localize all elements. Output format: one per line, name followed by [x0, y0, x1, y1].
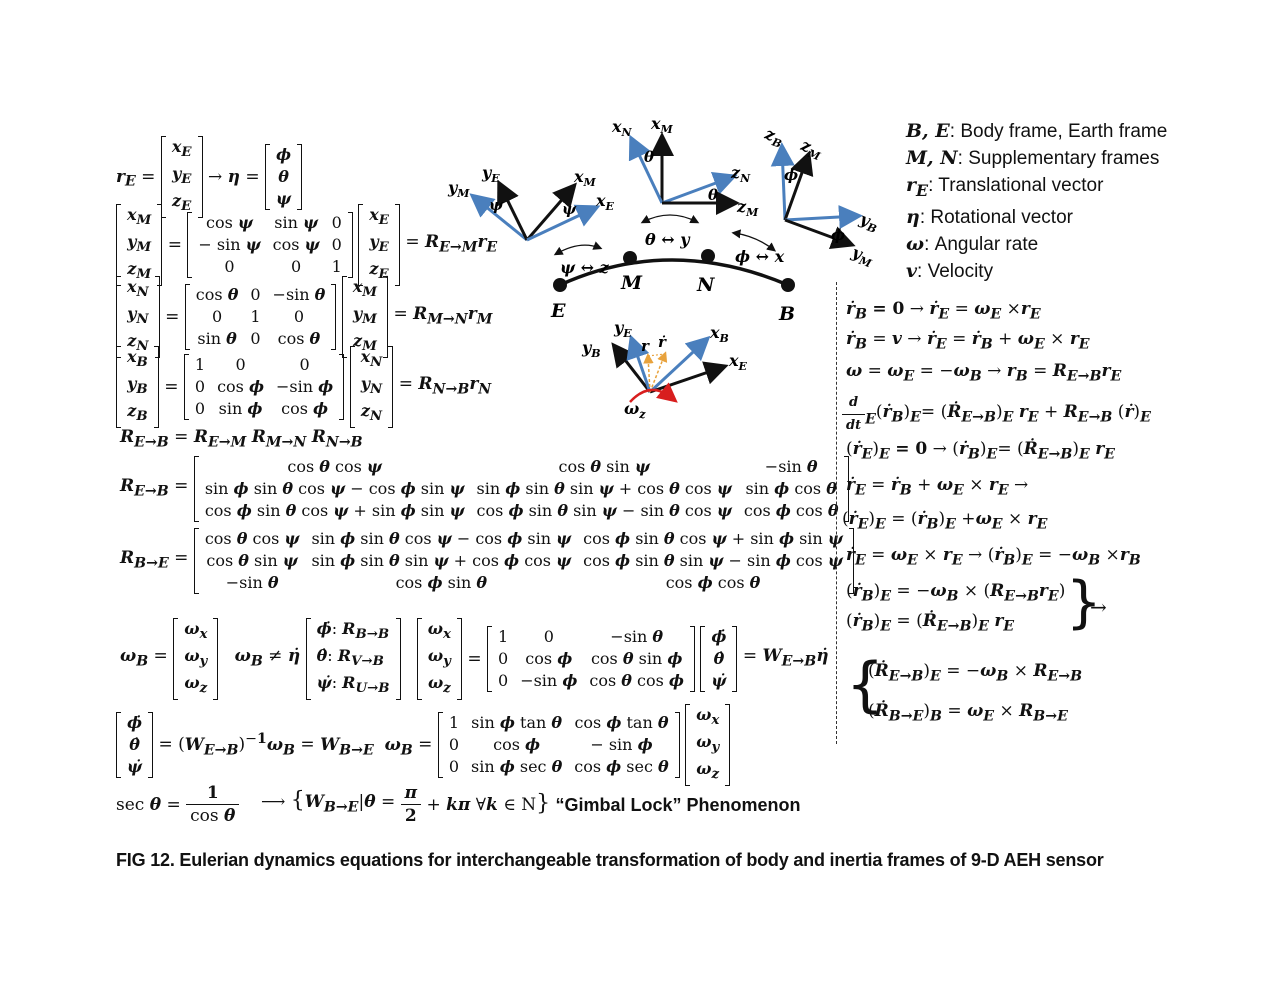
svg-text:xE: xE [595, 191, 615, 213]
svg-text:yE: yE [481, 163, 500, 185]
frame-N: zB zM yB yM ϕ ϕ [761, 124, 882, 271]
arc-label-phi-x: ϕ ↔ x [735, 247, 785, 266]
figure-caption: FIG 12. Eulerian dynamics equations for … [116, 850, 1104, 870]
point-M [623, 251, 637, 265]
legend-item: B, E: Body frame, Earth frame [906, 120, 1168, 142]
eq-r-composition: RE→B = RE→M RM→N RN→B [120, 427, 363, 451]
svg-text:zB: zB [761, 124, 787, 151]
eq-right-5: (ṙE)E = 0 → (ṙB)E= (ṘE→B)E rE [846, 439, 1115, 463]
svg-text:xN: xN [611, 117, 633, 139]
legend: B, E: Body frame, Earth frame M, N: Supp… [906, 118, 1167, 285]
label-B: B [778, 303, 795, 325]
svg-text:zM: zM [736, 197, 759, 219]
brace-left: { [846, 650, 885, 720]
svg-text:zM: zM [797, 135, 826, 164]
eq-right-3: ω = ωE = −ωB → rB = RE→BrE [846, 361, 1122, 385]
arrow-right: → [1090, 595, 1107, 619]
svg-text:θ: θ [708, 186, 718, 204]
brace-right: } [1066, 570, 1102, 635]
svg-text:ϕ: ϕ [784, 166, 798, 184]
svg-text:yB: yB [855, 209, 881, 236]
svg-text:yB: yB [581, 338, 601, 360]
eq-right-2: ṙB = v → ṙE = ṙB + ωE × rE [846, 329, 1090, 353]
svg-text:ψ: ψ [562, 200, 577, 218]
svg-text:ṙ: ṙ [658, 333, 667, 351]
eq-right-11: (ṘE→B)E = −ωB × RE→B [868, 661, 1083, 685]
eq-right-8: ṙE = ωE × rE → (ṙB)E = −ωB ×rB [846, 545, 1141, 569]
svg-text:r: r [641, 337, 650, 355]
label-M: M [620, 272, 643, 294]
legend-item: η: Rotational vector [906, 205, 1073, 228]
legend-item: M, N: Supplementary frames [906, 147, 1160, 169]
frame-M: xN xM zN zM θ θ [611, 114, 759, 219]
point-N [701, 249, 715, 263]
legend-item: v: Velocity [906, 259, 994, 282]
legend-item: ω: Angular rate [906, 232, 1039, 255]
eq-right-6: ṙE = ṙB + ωE × rE → [846, 475, 1029, 499]
label-N: N [696, 274, 715, 296]
svg-text:yM: yM [447, 178, 470, 200]
arc-label-theta-y: θ ↔ y [645, 230, 691, 249]
svg-text:ωz: ωz [624, 399, 646, 421]
svg-text:xM: xM [573, 167, 597, 189]
svg-text:ϕ: ϕ [831, 226, 845, 244]
svg-text:yE: yE [613, 318, 632, 340]
svg-text:xM: xM [650, 114, 674, 136]
frame-arc [559, 258, 789, 287]
point-E [553, 278, 567, 292]
eq-right-12: (ṘB→E)B = ωE × RB→E [868, 701, 1068, 725]
eq-right-7: (ṙE)E = (ṙB)E +ωE × rE [842, 509, 1048, 533]
gimbal-lock-label: “Gimbal Lock” Phenomenon [555, 794, 801, 815]
divider [836, 282, 837, 744]
label-E: E [550, 300, 566, 322]
svg-text:yM: yM [848, 242, 877, 271]
arc-label-psi-z: ψ ↔ z [560, 258, 610, 277]
eq-right-1: ṙB = 0 → ṙE = ωE ×rE [846, 299, 1041, 323]
frame-rotation: yB yE r ṙ xB xE ωz [581, 318, 748, 421]
svg-text:xE: xE [728, 351, 748, 373]
svg-text:θ: θ [644, 148, 654, 166]
svg-text:zN: zN [730, 163, 751, 185]
point-B [781, 278, 795, 292]
legend-item: rE: Translational vector [906, 174, 1104, 200]
eq-right-9: (ṙB)E = −ωB × (RE→BrE) [846, 581, 1066, 605]
eq-right-10: (ṙB)E = (ṘE→B)E rE [846, 611, 1015, 635]
svg-text:xB: xB [709, 323, 729, 345]
